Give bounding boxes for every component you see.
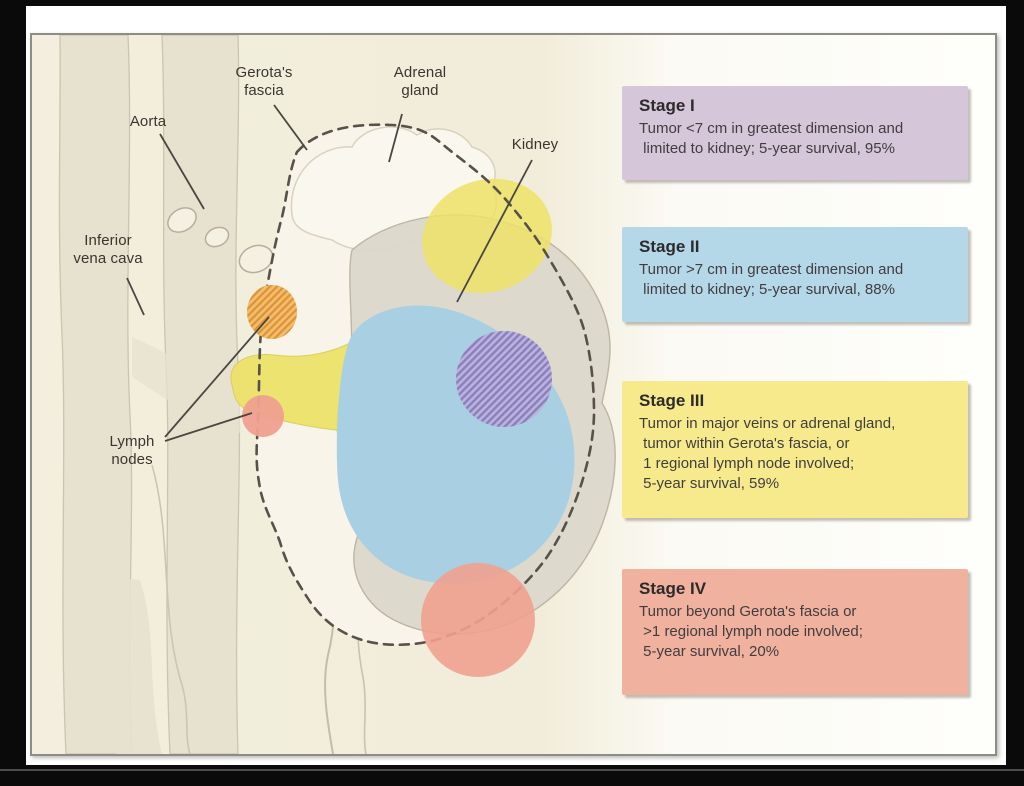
- leader-lines: [126, 104, 533, 442]
- page-background: Aorta Gerota's fascia Adrenal gland Kidn…: [26, 6, 1006, 765]
- kidney-tumor-stage1-hatched: [456, 331, 552, 427]
- tumor-stage4-beyond-fascia: [421, 563, 535, 677]
- stage-2-title: Stage II: [639, 237, 700, 256]
- iliac-vessel: [90, 575, 162, 754]
- lymph-node-salmon: [242, 395, 284, 437]
- label-gerotas-fascia: Gerota's fascia: [235, 64, 293, 100]
- stage-1-title: Stage I: [639, 96, 695, 115]
- adrenal-tumor-stage3: [422, 178, 552, 294]
- stage-3-description: Tumor in major veins or adrenal gland, t…: [639, 415, 896, 493]
- stage-4-box: Stage IV Tumor beyond Gerota's fascia or…: [622, 569, 968, 695]
- renal-vessel-band: [132, 337, 240, 433]
- label-aorta: Aorta: [129, 113, 167, 130]
- stage-2-description: Tumor >7 cm in greatest dimension and li…: [639, 261, 904, 299]
- anatomy-illustration: [58, 35, 616, 754]
- leader-gerotas-fascia: [273, 104, 308, 151]
- artery-stub: [238, 244, 274, 274]
- stage-1-box: Stage I Tumor <7 cm in greatest dimensio…: [622, 86, 968, 180]
- stage-2-box: Stage II Tumor >7 cm in greatest dimensi…: [622, 227, 968, 322]
- lymph-node-involved-hatched: [247, 285, 297, 339]
- leader-aorta: [159, 133, 205, 210]
- stage-4-title: Stage IV: [639, 579, 707, 598]
- stage-3-title: Stage III: [639, 391, 705, 410]
- label-lymph-nodes: Lymph nodes: [109, 433, 155, 469]
- leader-adrenal-gland: [388, 113, 403, 163]
- stage-4-description: Tumor beyond Gerota's fascia or >1 regio…: [639, 603, 863, 661]
- figure-panel: Aorta Gerota's fascia Adrenal gland Kidn…: [30, 33, 997, 756]
- leader-inferior-vena-cava: [126, 277, 145, 316]
- stage-1-description: Tumor <7 cm in greatest dimension and li…: [639, 120, 904, 158]
- label-kidney: Kidney: [511, 136, 559, 153]
- label-inferior-vena-cava: Inferior vena cava: [73, 232, 143, 268]
- inferior-vena-cava-vessel: [58, 35, 133, 754]
- artery-stub: [204, 226, 230, 248]
- label-adrenal-gland: Adrenal gland: [393, 64, 447, 100]
- bottom-divider: [0, 769, 1024, 771]
- artery-stub: [167, 207, 197, 233]
- leader-lymph-node-2: [164, 412, 253, 442]
- stage-3-box: Stage III Tumor in major veins or adrena…: [622, 381, 968, 518]
- leader-lymph-node-1: [164, 316, 270, 438]
- leader-kidney: [456, 159, 533, 303]
- vessel-detail-line: [151, 464, 191, 754]
